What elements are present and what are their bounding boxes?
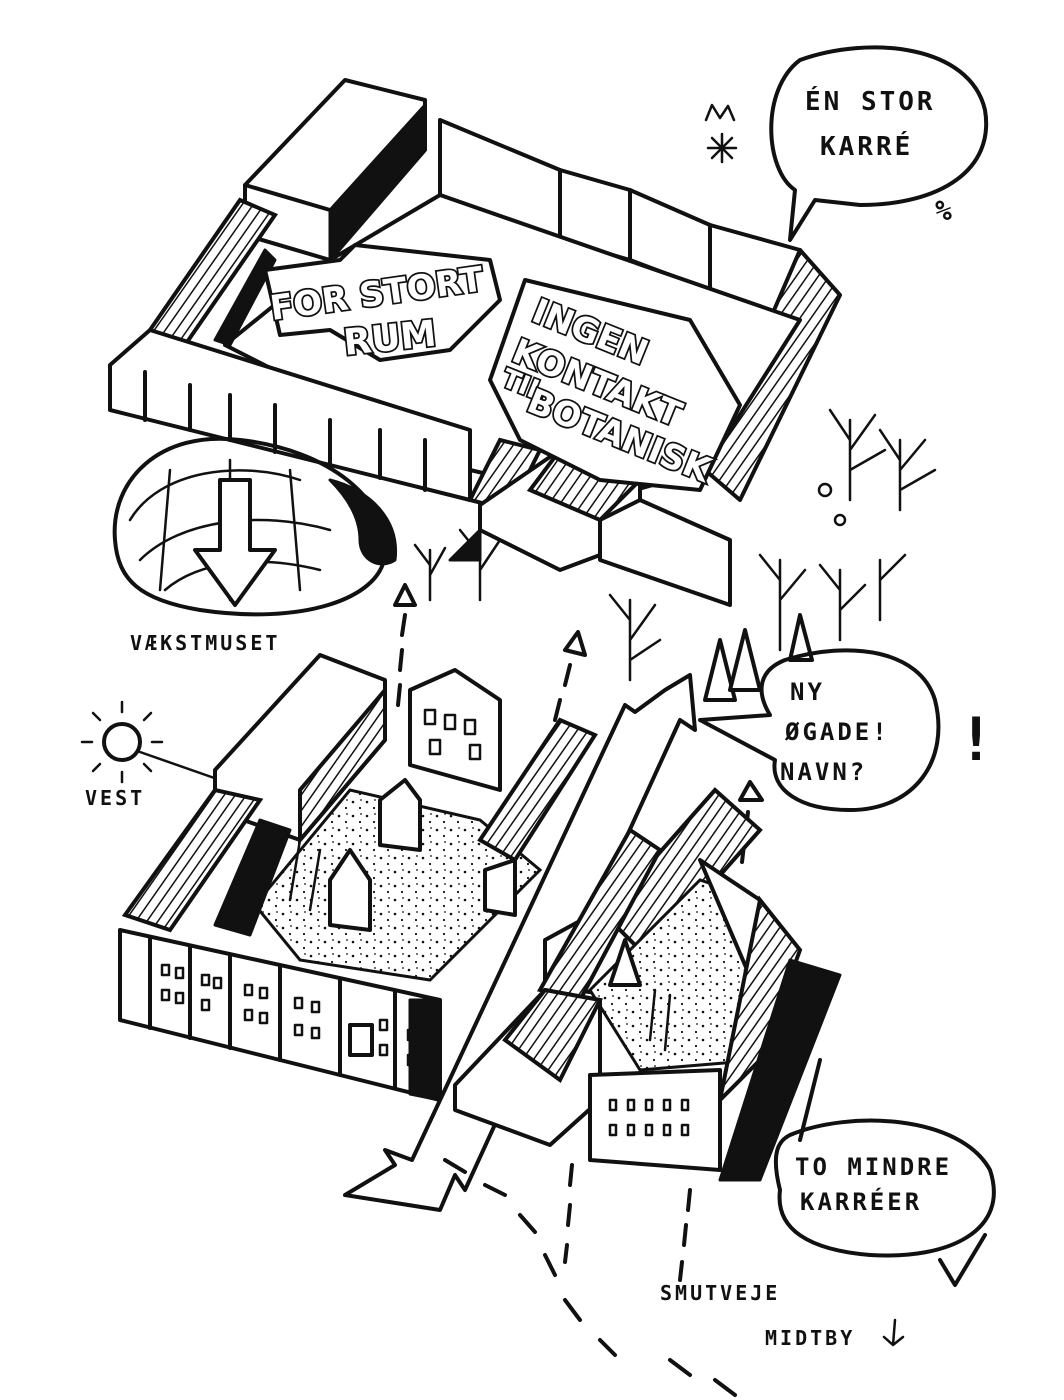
check-mark-icon [938, 1233, 987, 1287]
speech-bubble-bottom: TO MINDRE KARRÉER [773, 1058, 996, 1258]
bubble-mid-line3: NAVN? [780, 758, 867, 786]
bubble-top-line2: KARRÉ [820, 130, 913, 162]
bubble-top-line1: ÉN STOR [805, 85, 936, 117]
vest-label: VEST [85, 786, 145, 810]
bubble-bottom-line1: TO MINDRE [795, 1153, 952, 1181]
exclamation-mark: ! [958, 705, 997, 775]
dashed-paths [443, 1158, 737, 1397]
street-arrow [343, 673, 697, 1212]
arrow-down-icon [882, 1318, 905, 1347]
speech-bubble-top: ÉN STOR KARRÉ [769, 45, 989, 242]
percent-mark: % [935, 194, 955, 227]
midtby-label: MIDTBY [765, 1326, 855, 1350]
bubble-mid-line1: NY [790, 678, 825, 706]
block-right [453, 787, 842, 1182]
bubble-mid-line2: ØGADE! [784, 718, 890, 746]
weather-icon [704, 103, 738, 164]
sun-icon [80, 700, 222, 784]
smutveje-label: SMUTVEJE [660, 1281, 780, 1305]
roof-labels: FOR STORT RUM INGEN KONTAKT TIL BOTANISK [263, 243, 742, 493]
bubble-bottom-line2: KARRÉER [800, 1187, 922, 1216]
greenhouse [112, 436, 398, 617]
block-left [118, 653, 598, 1102]
trees [413, 408, 937, 702]
vaekstmuset-label: VÆKSTMUSET [130, 631, 280, 655]
speech-bubble-mid: NY ØGADE! NAVN? [698, 648, 941, 812]
